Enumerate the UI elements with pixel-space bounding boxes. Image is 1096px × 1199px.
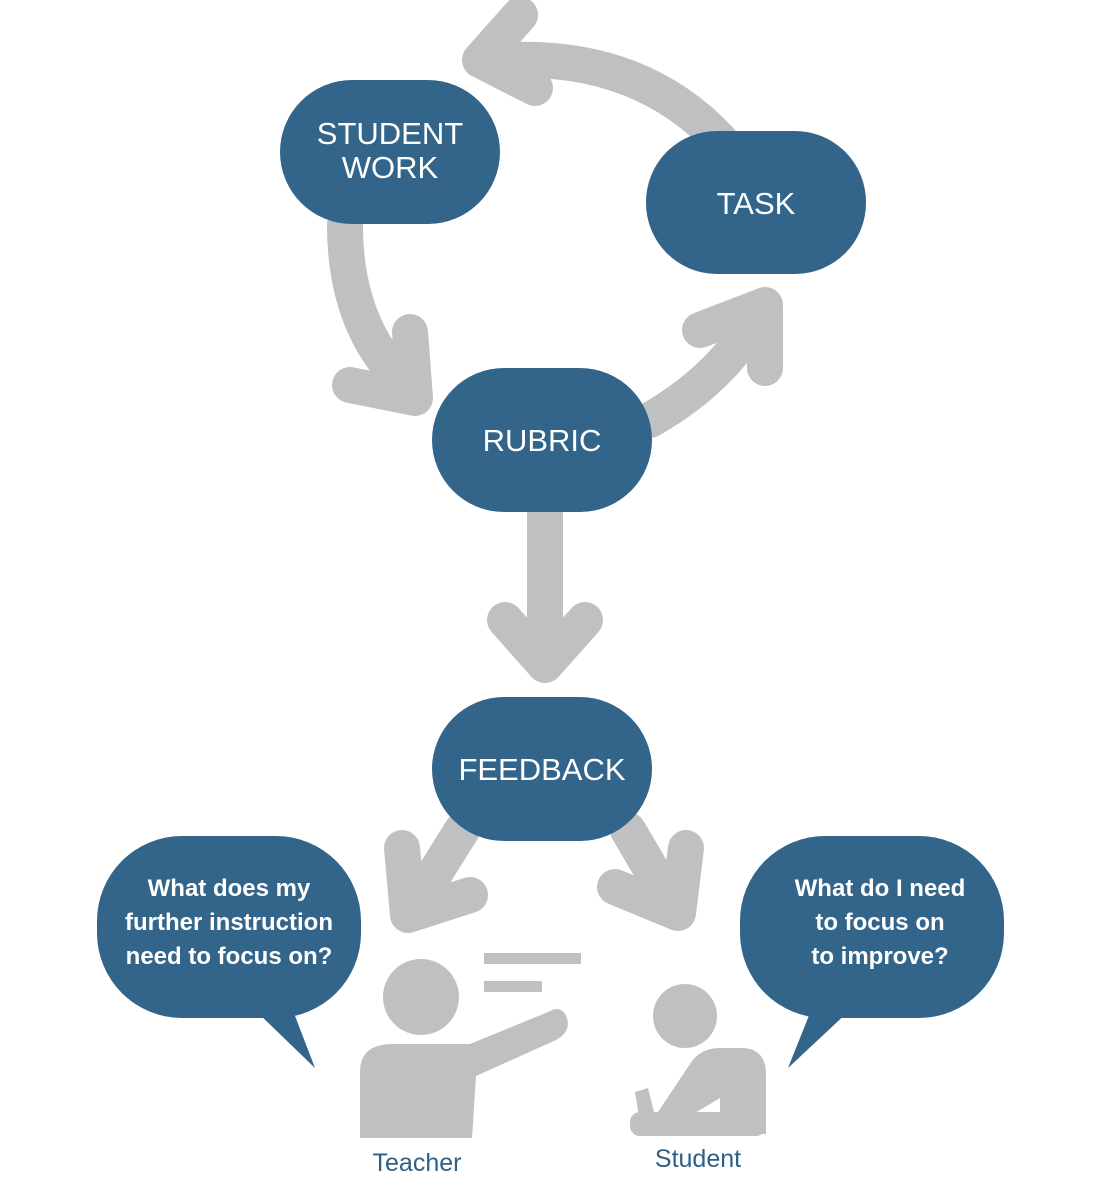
svg-text:What does my: What does my [148, 875, 311, 902]
svg-text:RUBRIC: RUBRIC [483, 423, 602, 458]
arrow-feedback-to-teacher-head [384, 830, 488, 933]
svg-text:STUDENT: STUDENT [317, 116, 463, 151]
arrow-rubric-to-task [632, 302, 773, 438]
node-feedback: FEEDBACK [432, 697, 652, 841]
arrow-student-work-to-rubric-head [332, 314, 433, 416]
svg-text:further instruction: further instruction [125, 909, 333, 936]
arrow-task-to-student-work-head [462, 0, 553, 106]
student-figure-icon [630, 984, 766, 1136]
svg-text:WORK: WORK [342, 150, 439, 185]
arrow-feedback-to-student-head [597, 830, 704, 931]
teacher-figure-icon [360, 953, 581, 1138]
svg-text:to focus on: to focus on [815, 909, 944, 936]
svg-text:need to focus on?: need to focus on? [126, 943, 333, 970]
svg-text:What do I need: What do I need [795, 875, 966, 902]
student-label: Student [655, 1145, 741, 1173]
arrow-task-to-student-work [492, 41, 738, 158]
node-rubric: RUBRIC [432, 368, 652, 512]
arrow-rubric-to-feedback-head [487, 602, 603, 683]
node-task: TASK [646, 131, 866, 274]
node-student-work: STUDENT WORK [280, 80, 500, 224]
arrow-rubric-to-task-head [682, 287, 783, 386]
svg-text:FEEDBACK: FEEDBACK [458, 752, 625, 787]
svg-text:TASK: TASK [717, 186, 796, 221]
svg-text:to improve?: to improve? [811, 943, 948, 970]
teacher-label: Teacher [373, 1149, 462, 1177]
speech-bubble-student: What do I need to focus on to improve? [740, 836, 1004, 1068]
speech-bubble-teacher: What does my further instruction need to… [97, 836, 361, 1068]
